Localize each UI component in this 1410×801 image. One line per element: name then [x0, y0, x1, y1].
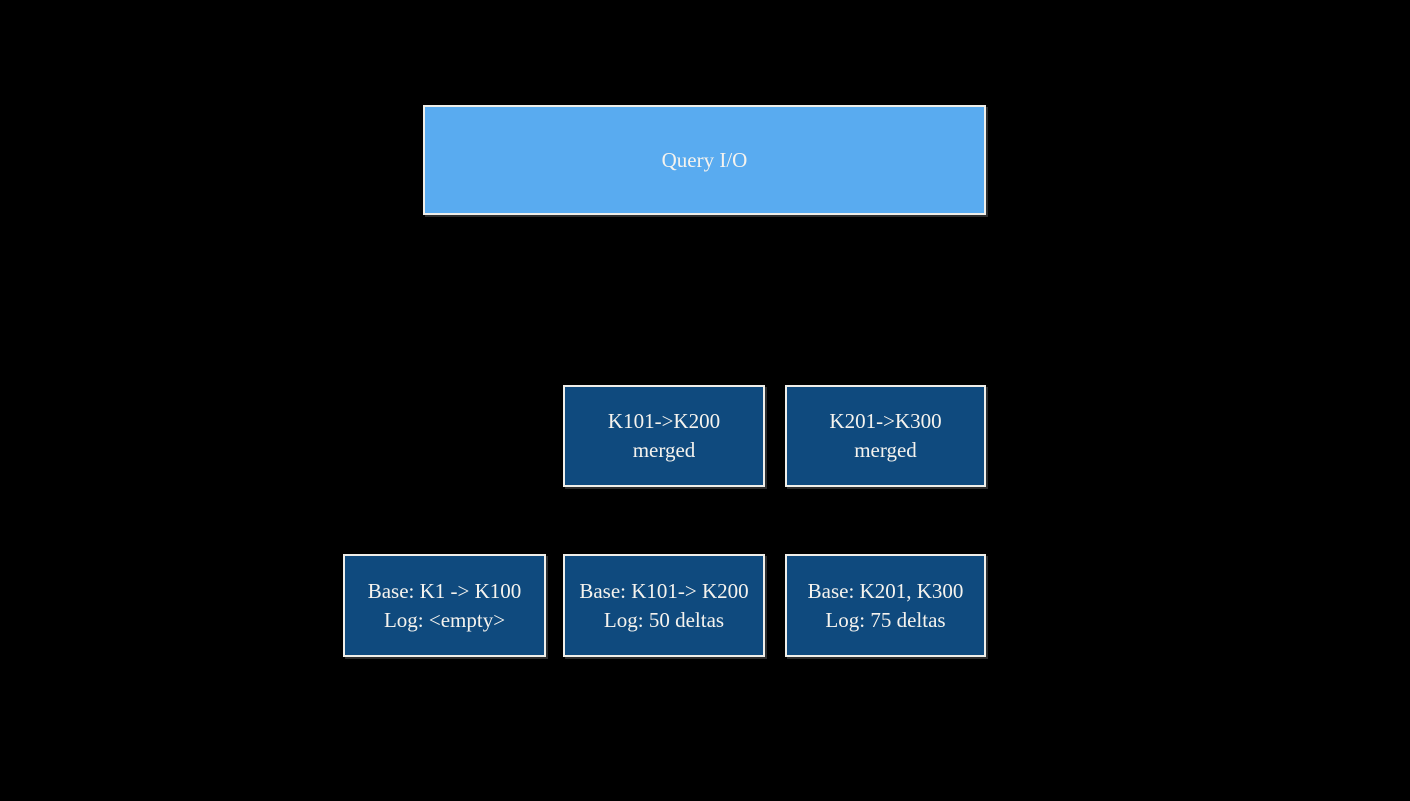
log-status-label: Log: 75 deltas [825, 607, 946, 632]
base-box-k1-k100: Base: K1 -> K100 Log: <empty> [343, 554, 546, 657]
query-io-box: Query I/O [423, 105, 986, 215]
merged-box-range-label: K101->K200 [607, 409, 721, 433]
log-status-label: Log: 50 deltas [603, 607, 725, 632]
base-box-k201-k300: Base: K201, K300 Log: 75 deltas [785, 554, 986, 657]
merged-box-range-label: K201->K300 [829, 409, 942, 433]
merged-box-k101-k200: K101->K200 merged [563, 385, 765, 487]
base-range-label: Base: K101-> K200 [579, 578, 749, 603]
merged-box-status-label: merged [632, 438, 696, 462]
base-range-label: Base: K201, K300 [807, 578, 964, 603]
merged-box-k201-k300: K201->K300 merged [785, 385, 986, 487]
merged-box-status-label: merged [854, 438, 917, 462]
query-io-label: Query I/O [661, 147, 748, 172]
log-status-label: Log: <empty> [383, 607, 506, 632]
base-box-k101-k200: Base: K101-> K200 Log: 50 deltas [563, 554, 765, 657]
base-range-label: Base: K1 -> K100 [367, 578, 522, 603]
